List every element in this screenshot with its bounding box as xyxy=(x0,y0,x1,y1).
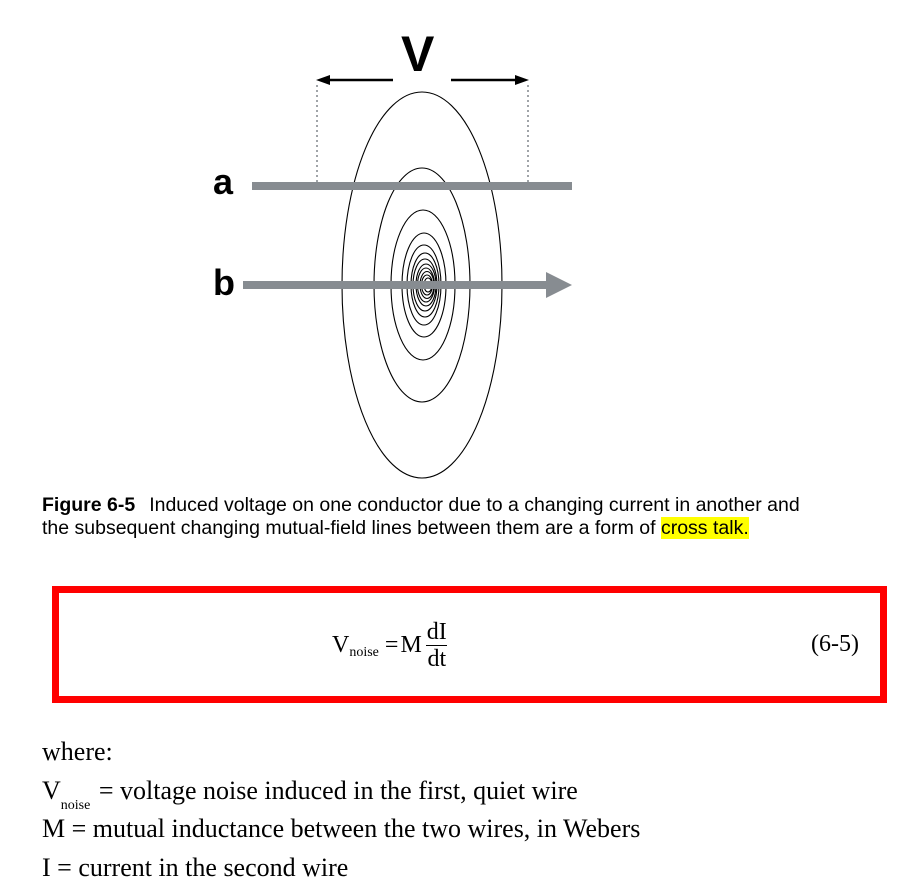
equation: V noise = M dI dt xyxy=(332,617,448,673)
crosstalk-figure: V a b xyxy=(213,26,572,479)
field-lines-diagram xyxy=(243,75,572,479)
equation-lhs-symbol: V xyxy=(332,631,350,658)
definition-symbol: V xyxy=(42,775,61,805)
voltage-span-arrows xyxy=(316,75,529,85)
conductor-b-label: b xyxy=(213,262,235,303)
definition-item: Vnoise = voltage noise induced in the fi… xyxy=(42,773,640,813)
fraction-numerator: dI xyxy=(426,618,447,645)
definition-subscript: noise xyxy=(60,797,91,813)
equation-box: V noise = M dI dt (6-5) xyxy=(52,586,887,703)
conductor-a-line xyxy=(252,182,572,190)
definition-text: = mutual inductance between the two wire… xyxy=(65,814,641,843)
definition-text: = current in the second wire xyxy=(50,852,349,882)
definitions-intro: where: xyxy=(42,737,113,766)
dotted-guide-lines xyxy=(316,85,529,183)
definition-symbol: M xyxy=(42,814,66,843)
definition-item: I = current in the second wire xyxy=(42,850,640,889)
equation-number: (6-5) xyxy=(811,631,859,657)
equation-coefficient: M xyxy=(400,631,422,658)
definition-item: M = mutual inductance between the two wi… xyxy=(42,811,640,850)
caption-text: Induced voltage on one conductor due to … xyxy=(42,494,800,539)
equation-fraction: dI dt xyxy=(426,619,448,672)
highlighted-term: cross talk. xyxy=(660,517,749,539)
definition-symbol: I xyxy=(42,852,51,882)
equation-equals: = xyxy=(384,631,399,658)
definition-text: = voltage noise induced in the first, qu… xyxy=(92,775,578,805)
variable-definitions: where: Vnoise = voltage noise induced in… xyxy=(42,734,640,888)
fraction-denominator: dt xyxy=(426,644,448,672)
figure-number: Figure 6-5 xyxy=(42,494,136,516)
conductor-b-arrow xyxy=(243,272,572,298)
voltage-label: V xyxy=(401,26,435,82)
equation-lhs-subscript: noise xyxy=(349,645,379,660)
conductor-a-label: a xyxy=(213,161,234,202)
